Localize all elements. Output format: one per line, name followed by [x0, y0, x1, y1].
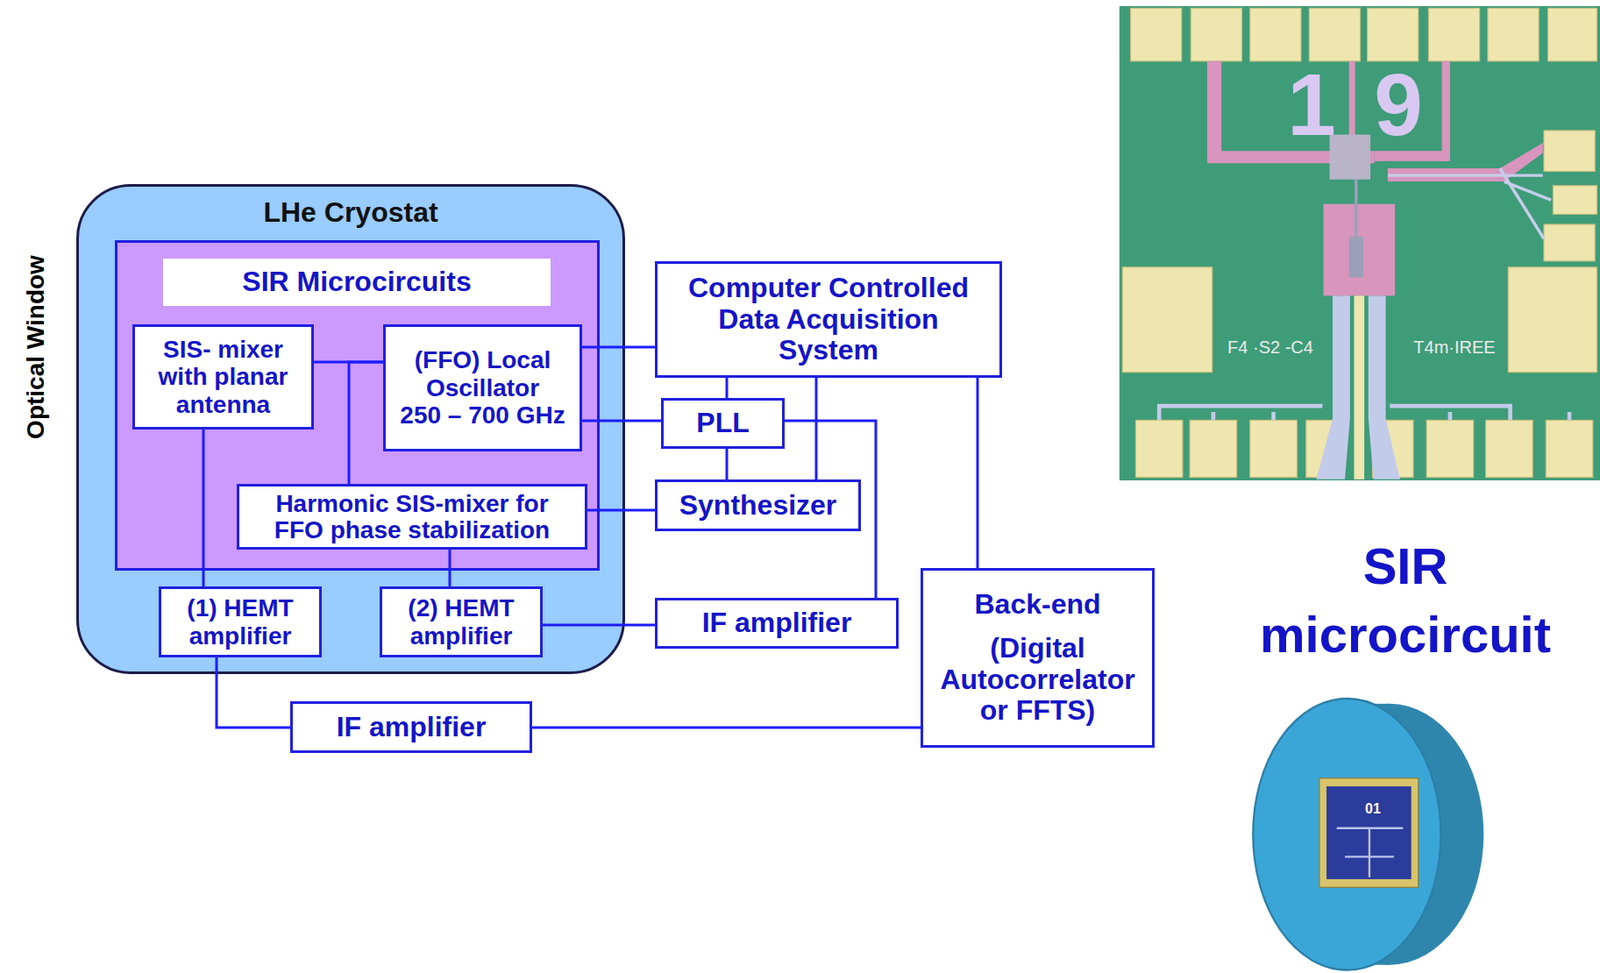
- signal-line: [976, 377, 980, 569]
- signal-line: [815, 377, 818, 480]
- amplifier-box: (1) HEMT amplifier: [158, 586, 322, 658]
- signal-line: [587, 509, 655, 512]
- signal-line: [448, 549, 452, 587]
- amplifier-box: (2) HEMT amplifier: [379, 586, 543, 658]
- chip-marking: F4 ·S2 -C4: [1208, 334, 1332, 360]
- window-label: Optical Window: [20, 241, 52, 453]
- box-label: IF amplifier: [702, 607, 853, 640]
- region-heading: LHe Cryostat: [78, 197, 623, 229]
- box-label: Computer Controlled Data Acquisition Sys…: [675, 272, 982, 367]
- chip-marking: T4m·IREE: [1393, 334, 1516, 360]
- chip-photo: [1119, 6, 1600, 481]
- mixer-box: SIS- mixer with planar antenna: [132, 324, 314, 430]
- signal-line: [542, 624, 655, 627]
- box-label: IF amplifier: [336, 711, 487, 744]
- signal-line: [532, 726, 921, 730]
- signal-line: [582, 346, 655, 349]
- cryostat-region: LHe CryostatSIR MicrocircuitsSIS- mixer …: [76, 184, 626, 675]
- box-label: (FFO) Local Oscillator: [399, 346, 567, 402]
- chip-marking: 1: [1276, 56, 1347, 153]
- oscillator-box: (FFO) Local Oscillator250 – 700 GHz: [383, 324, 583, 452]
- process-box: Computer Controlled Data Acquisition Sys…: [654, 261, 1003, 378]
- chip-marking: 9: [1363, 56, 1434, 153]
- region-heading: SIR Microcircuits: [163, 258, 551, 306]
- box-label: Back-end: [974, 589, 1101, 621]
- box-label: PLL: [696, 407, 749, 440]
- signal-line: [202, 429, 206, 587]
- process-box: Synthesizer: [654, 479, 861, 532]
- figure-title: SIR microcircuit: [1230, 532, 1581, 669]
- box-label: 250 – 700 GHz: [399, 401, 565, 429]
- process-box: Back-end (Digital Autocorrelator or FFTS): [920, 568, 1155, 748]
- box-label: Synthesizer: [679, 490, 838, 522]
- amplifier-box: IF amplifier: [290, 701, 533, 754]
- amplifier-box: IF amplifier: [654, 597, 899, 649]
- mount-disk: [1252, 698, 1484, 970]
- mixer-box: Harmonic SIS-mixer for FFO phase stabili…: [236, 483, 588, 550]
- signal-line: [582, 419, 662, 423]
- box-label: (2) HEMT amplifier: [391, 594, 532, 650]
- signal-line: [725, 377, 729, 399]
- box-label: (Digital Autocorrelator or FFTS): [932, 632, 1144, 727]
- box-label: (1) HEMT amplifier: [170, 594, 311, 650]
- box-label: SIS- mixer with planar antenna: [146, 335, 300, 419]
- signal-line: [725, 448, 729, 480]
- process-box: PLL: [661, 398, 785, 449]
- chip-marking: 01: [1355, 799, 1391, 819]
- box-label: Harmonic SIS-mixer for FFO phase stabili…: [261, 490, 564, 543]
- microcircuit-region: SIR MicrocircuitsSIS- mixer with planar …: [114, 240, 600, 571]
